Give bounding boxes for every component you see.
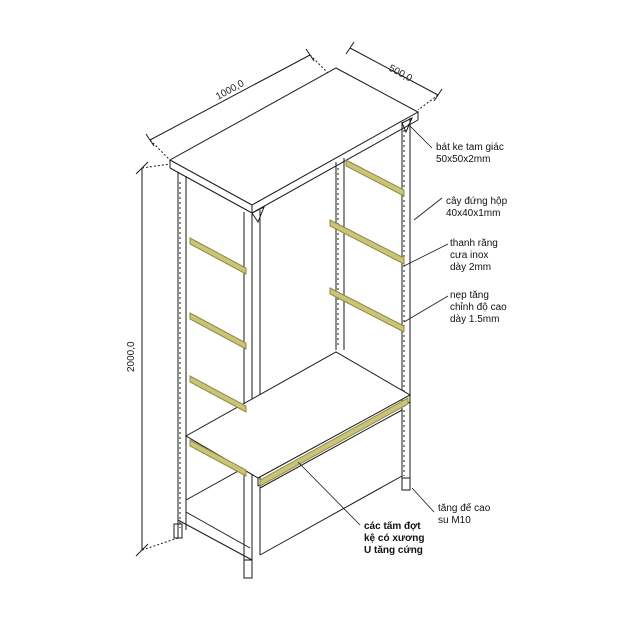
leader-rack bbox=[403, 243, 449, 267]
back-rail bbox=[329, 219, 405, 265]
dim-length-line bbox=[145, 48, 341, 161]
rails bbox=[189, 159, 409, 487]
back-rail bbox=[329, 287, 405, 333]
leader-panel bbox=[297, 461, 361, 526]
side-rail bbox=[189, 439, 247, 477]
dim-height-label: 2000,0 bbox=[126, 341, 137, 372]
front-shelf-edge bbox=[259, 397, 409, 487]
callout-post: cây đứng hộp 40x40x1mm bbox=[446, 196, 508, 219]
dim-depth-line bbox=[345, 41, 443, 111]
dim-depth-label: 500,0 bbox=[387, 63, 415, 85]
callout-foot: tăng đế cao su M10 bbox=[438, 503, 491, 526]
leader-foot bbox=[411, 487, 435, 513]
side-rail bbox=[189, 237, 247, 275]
front-left-post bbox=[173, 172, 187, 539]
dim-length-label: 1000,0 bbox=[214, 78, 246, 103]
leader-strip bbox=[403, 295, 449, 323]
side-rail bbox=[189, 375, 247, 413]
leader-bracket bbox=[407, 123, 433, 149]
callout-strip: nẹp tăng chỉnh độ cao dày 1.5mm bbox=[450, 290, 507, 325]
callout-rack: thanh răng cưa inox dày 2mm bbox=[450, 238, 498, 273]
leader-post bbox=[413, 197, 443, 221]
back-rail bbox=[345, 159, 405, 197]
top-panel bbox=[168, 67, 420, 214]
back-left-post bbox=[335, 158, 345, 350]
dim-height-line bbox=[135, 161, 179, 557]
callout-panel: các tấm đợt kệ có xương U tăng cứng bbox=[364, 521, 425, 556]
back-right-post bbox=[401, 118, 411, 491]
callout-bracket: bát ke tam giác 50x50x2mm bbox=[436, 142, 504, 165]
side-rail bbox=[189, 312, 247, 350]
front-right-post bbox=[243, 210, 261, 579]
